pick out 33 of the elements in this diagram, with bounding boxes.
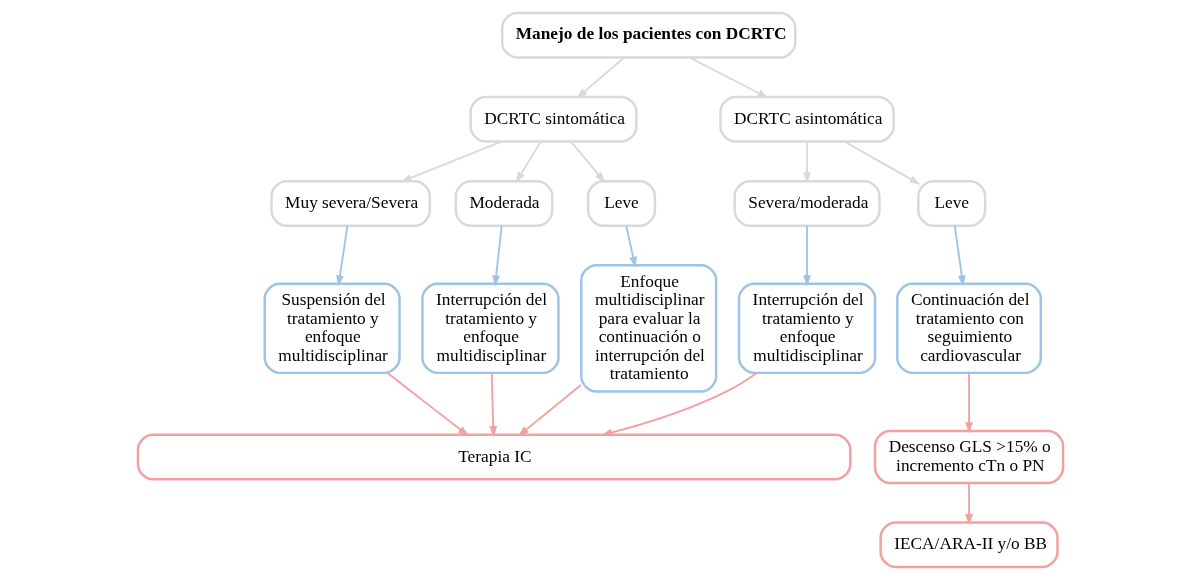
arrow (843, 140, 921, 185)
node-box: IECA/ARA-II y/o BB (878, 521, 1059, 569)
arrow (488, 372, 497, 438)
node-box: Leve (916, 179, 986, 227)
arrow (517, 384, 582, 437)
arrow (386, 372, 469, 437)
arrow (491, 225, 503, 287)
arrow (964, 372, 973, 434)
node-box: Severa/moderada (732, 179, 881, 227)
node-box: Descenso GLS >15% o incremento cTn o PN (873, 429, 1064, 485)
node-box: Manejo de los pacientes con DCRTC (500, 11, 797, 59)
node-box: DCRTC sintomática (468, 95, 638, 143)
arrow (964, 482, 973, 526)
arrow (624, 225, 637, 268)
node-box: Muy severa/Severa (269, 179, 431, 227)
arrow (569, 141, 605, 183)
node-box: Terapia IC (136, 433, 852, 481)
arrow (335, 225, 348, 287)
node-box: Enfoque multidisciplinar para evaluar la continuación o interrupción del tratamiento (579, 264, 717, 393)
node-box: Interrupción del tratamiento y enfoque multidisciplinar (420, 282, 560, 375)
node-box: Leve (586, 179, 656, 227)
arrow (575, 57, 625, 99)
arrow (802, 141, 811, 184)
arrow (600, 372, 758, 437)
node-box: Moderada (454, 179, 553, 227)
arrow (688, 56, 769, 99)
node-box: Interrupción del tratamiento y enfoque multidisciplinar (737, 282, 876, 375)
arrow (953, 225, 966, 287)
arrow (400, 140, 502, 183)
node-box: Continuación del tratamiento con seguimiento cardiovascular (895, 282, 1042, 375)
node-box: DCRTC asintomática (718, 95, 895, 143)
node-box: Suspensión del tratamiento y enfoque multidisciplinar (263, 282, 401, 375)
arrow (802, 225, 811, 287)
